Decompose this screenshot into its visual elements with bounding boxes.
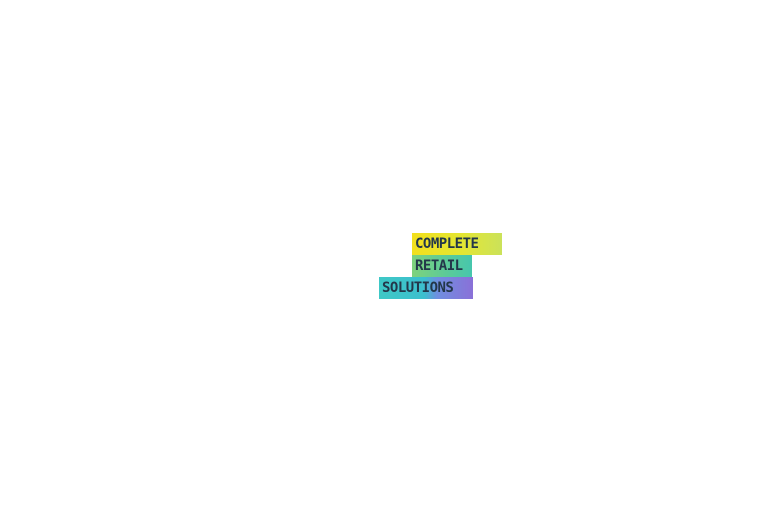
logo-line-solutions: SOLUTIONS <box>379 277 473 299</box>
logo-line-complete: COMPLETE <box>412 233 502 255</box>
logo-line-retail: RETAIL <box>412 255 472 277</box>
complete-retail-solutions-logo: COMPLETE RETAIL SOLUTIONS <box>379 233 503 301</box>
